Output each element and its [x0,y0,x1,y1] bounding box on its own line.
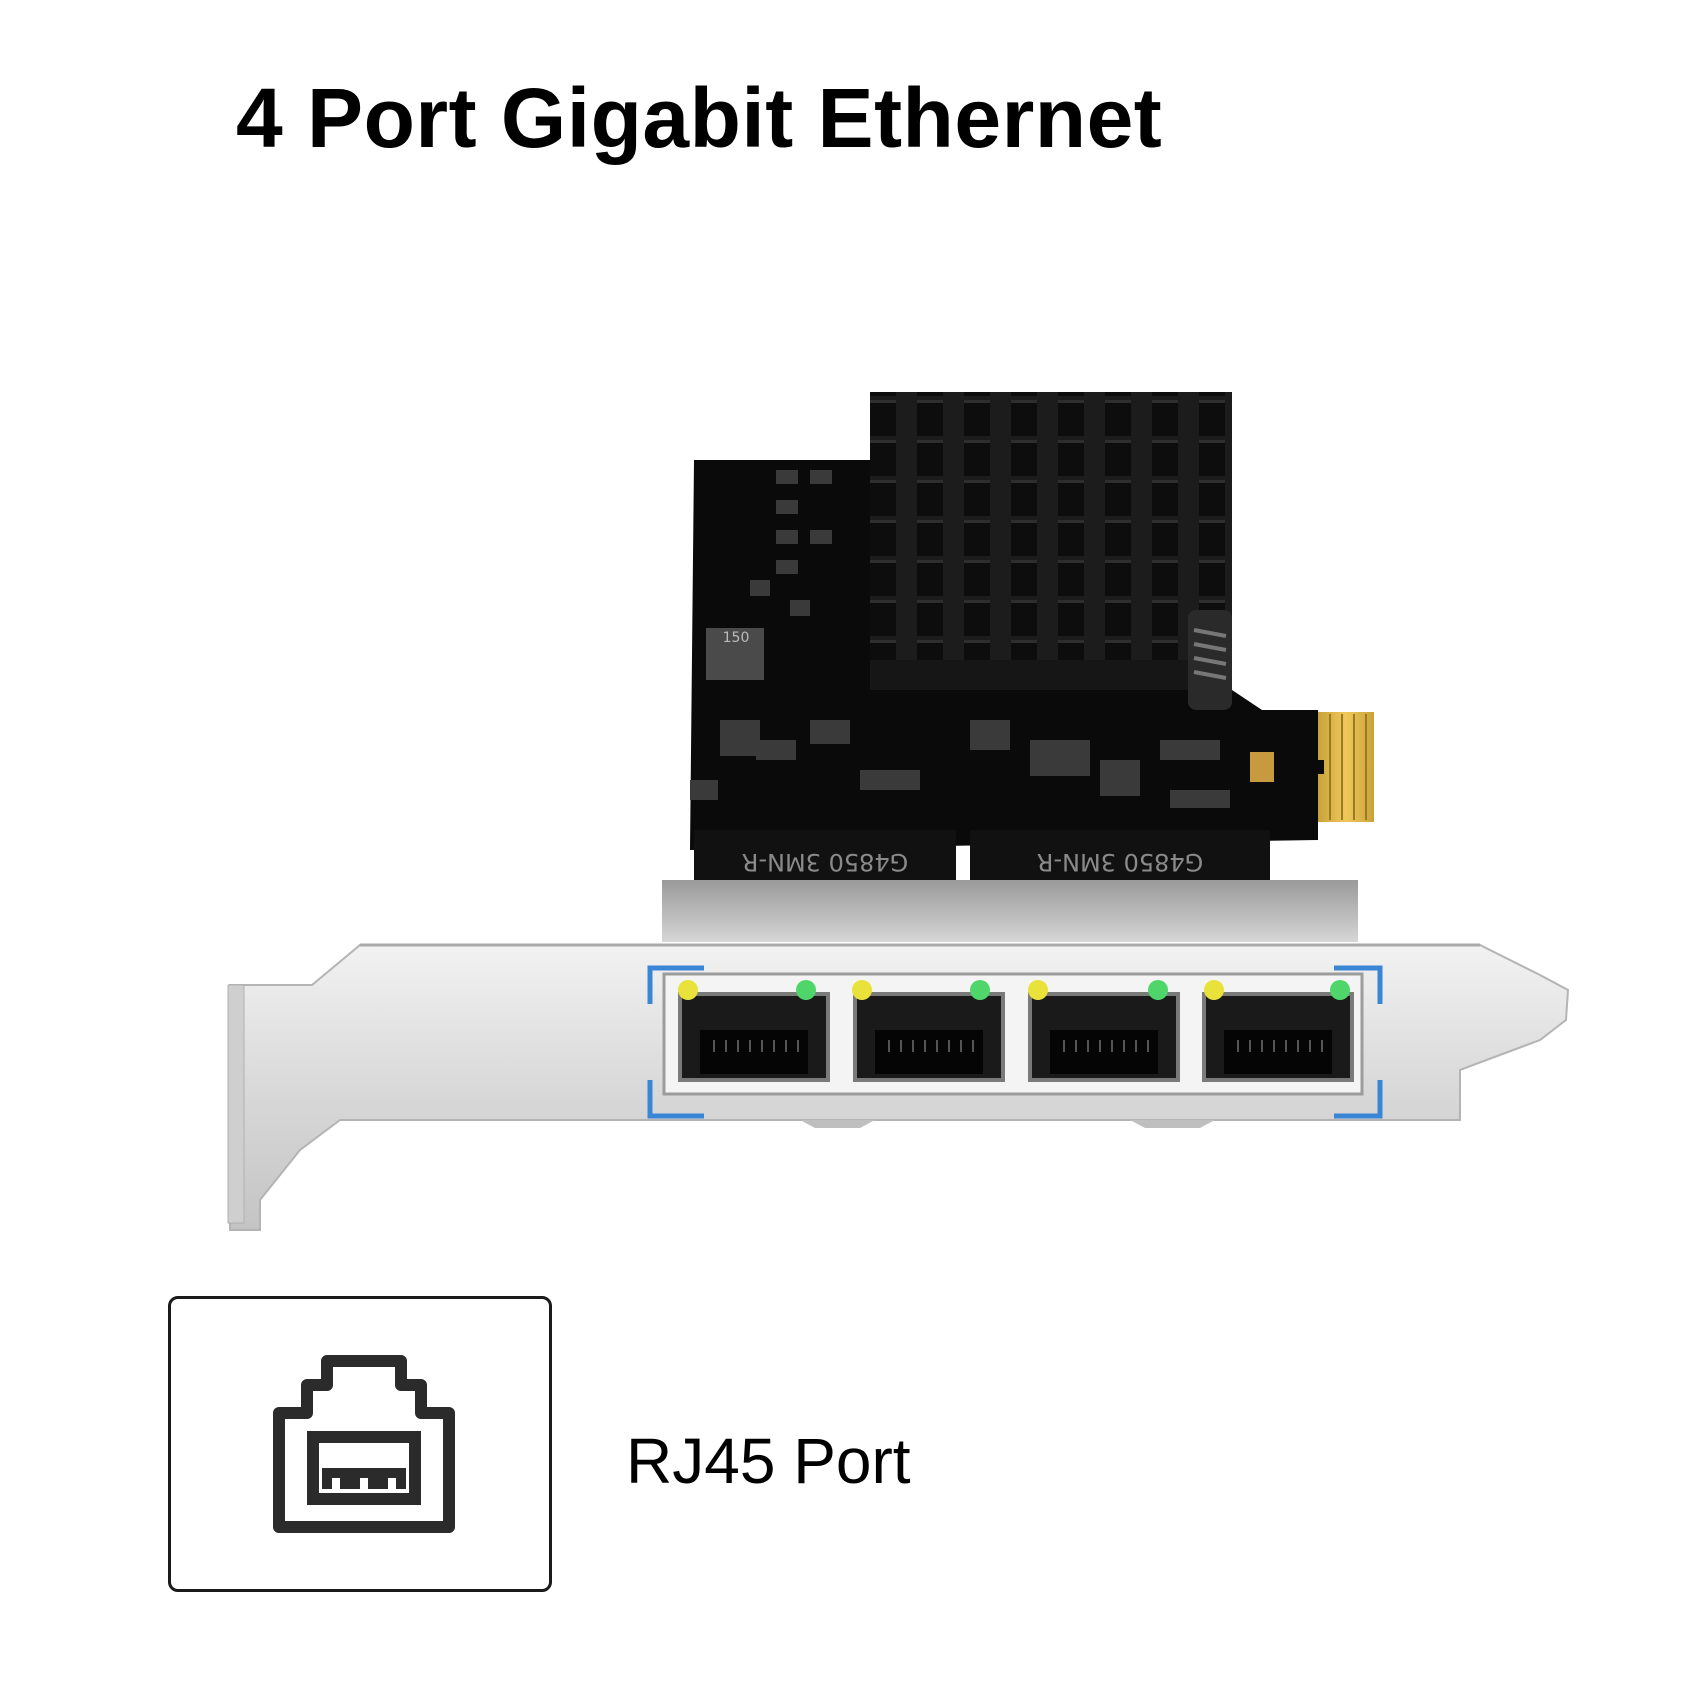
chip-label-right: G4850 3MN-R [1037,848,1204,876]
transformer-chips: G4850 3MN-R G4850 3MN-R [694,830,1270,880]
activity-led [1330,980,1350,1000]
heatsink [870,392,1232,710]
page-title: 4 Port Gigabit Ethernet [236,71,1163,165]
port-shield [662,880,1358,942]
link-led [678,980,698,1000]
link-led [1204,980,1224,1000]
rj45-socket-4 [1202,980,1354,1082]
rj45-icon-box [168,1296,552,1592]
rj45-port-label: RJ45 Port [626,1425,911,1497]
rj45-port-icon [273,1355,455,1533]
rj45-socket-1 [678,980,830,1082]
inductor-label: 150 [723,630,750,646]
activity-led [970,980,990,1000]
highlight-brackets [647,965,1383,1119]
link-led [1028,980,1048,1000]
activity-led [1148,980,1168,1000]
rj45-socket-3 [1028,980,1180,1082]
chip-label-left: G4850 3MN-R [742,848,909,876]
link-led [852,980,872,1000]
rj45-socket-2 [852,980,1005,1082]
activity-led [796,980,816,1000]
pcb-components: 150 [690,470,1274,808]
